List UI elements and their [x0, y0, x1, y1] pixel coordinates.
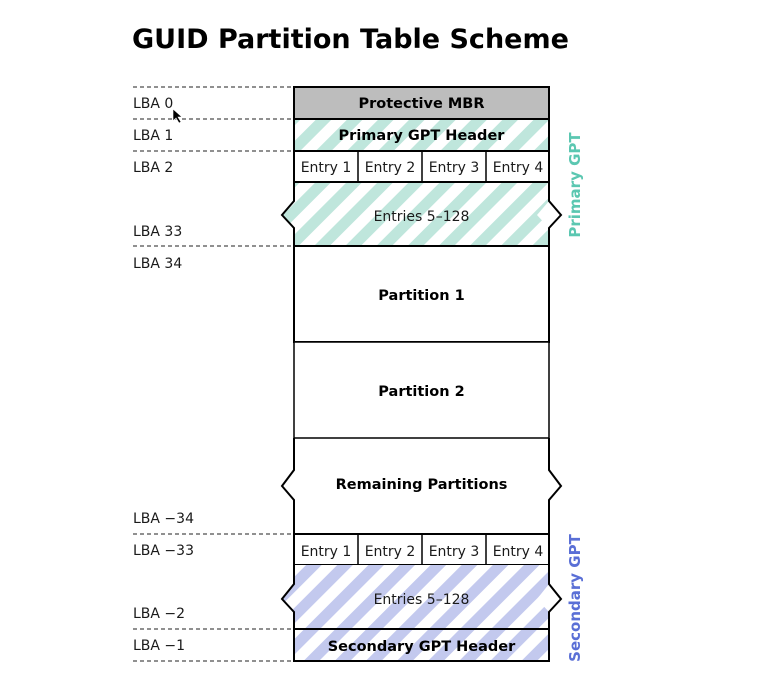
lba-label-1: LBA 1 — [133, 128, 173, 144]
primary-gpt-side-label: Primary GPT — [566, 132, 584, 238]
secondary-gpt-side-label: Secondary GPT — [566, 533, 584, 661]
primary-entry-3: Entry 3 — [429, 160, 480, 176]
secondary-entries-rest-block — [282, 565, 549, 629]
primary-entries-rest-block — [282, 182, 549, 246]
primary-entry-4: Entry 4 — [493, 160, 544, 176]
primary-gpt-header-label: Primary GPT Header — [339, 128, 506, 144]
partition-1-label: Partition 1 — [378, 288, 464, 304]
secondary-gpt-header-block — [293, 628, 550, 662]
protective-mbr-label: Protective MBR — [359, 96, 485, 112]
diagram-title: GUID Partition Table Scheme — [132, 24, 569, 55]
lba-label-33: LBA 33 — [133, 224, 182, 240]
secondary-entry-4: Entry 4 — [493, 544, 544, 560]
lba-label-minus-2: LBA −2 — [133, 606, 185, 622]
lba-label-minus-33: LBA −33 — [133, 543, 194, 559]
primary-entry-1: Entry 1 — [301, 160, 352, 176]
primary-entries-rest-label: Entries 5–128 — [374, 209, 470, 225]
secondary-entry-1: Entry 1 — [301, 544, 352, 560]
partition-2-label: Partition 2 — [378, 384, 464, 400]
protective-mbr-block — [293, 86, 550, 120]
lba-label-34: LBA 34 — [133, 256, 182, 272]
secondary-entries-rest-label: Entries 5–128 — [374, 592, 470, 608]
lba-label-0: LBA 0 — [133, 96, 173, 112]
lba-label-minus-1: LBA −1 — [133, 638, 185, 654]
primary-gpt-header-block — [293, 118, 550, 152]
lba-label-2: LBA 2 — [133, 160, 173, 176]
partition-2-block — [293, 341, 550, 439]
remaining-partitions-label: Remaining Partitions — [336, 477, 508, 493]
primary-entry-2: Entry 2 — [365, 160, 416, 176]
mouse-cursor-icon — [172, 108, 183, 124]
lba-guide-lines — [133, 86, 294, 662]
remaining-partitions-block — [280, 438, 563, 534]
lba-label-minus-34: LBA −34 — [133, 511, 194, 527]
secondary-gpt-header-label: Secondary GPT Header — [328, 639, 516, 655]
secondary-entry-3: Entry 3 — [429, 544, 480, 560]
secondary-entry-2: Entry 2 — [365, 544, 416, 560]
